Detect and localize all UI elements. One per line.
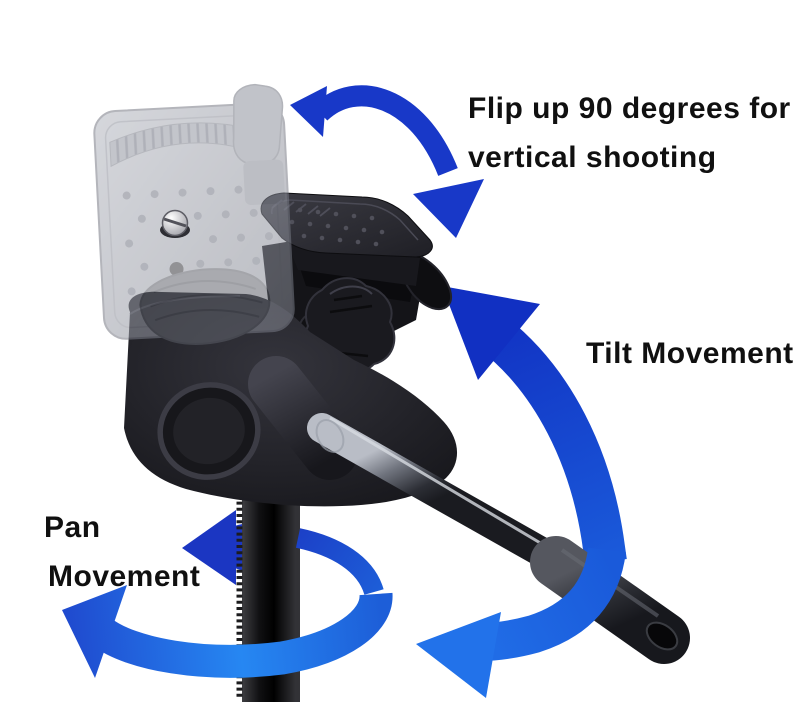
quick-release-platform — [260, 192, 433, 286]
tilt-arrowhead-up-icon — [442, 286, 540, 380]
label-flip-line1: Flip up 90 degrees for — [468, 92, 791, 125]
tilt-arrow-lower — [416, 547, 626, 698]
plate-ribbed-foot — [139, 268, 271, 345]
flip-arrowhead-left-icon — [290, 86, 327, 137]
tilt-arrowhead-down-icon — [416, 612, 501, 698]
pan-arrow-front — [62, 528, 393, 678]
label-flip-line2: vertical shooting — [468, 141, 717, 174]
platform-grip-dots — [289, 207, 385, 247]
tilt-arrow-upper — [442, 286, 627, 565]
ghost-plate-vertical — [93, 83, 295, 345]
label-pan-line2: Movement — [48, 560, 201, 593]
pan-arrowhead-left-icon — [182, 510, 236, 585]
grip-end-hole — [645, 621, 679, 651]
flip-arrowhead-right-icon — [413, 179, 484, 238]
pan-arrowhead-front-icon — [62, 585, 127, 678]
plate-clamp-tab — [232, 83, 284, 166]
handle-bar — [307, 413, 567, 573]
pan-handle — [248, 356, 690, 664]
label-tilt-movement: Tilt Movement — [586, 337, 794, 370]
flip-arrow — [290, 85, 484, 238]
pan-drum-disc — [157, 382, 261, 480]
label-pan-line1: Pan — [44, 511, 101, 544]
camera-screw — [160, 209, 190, 238]
